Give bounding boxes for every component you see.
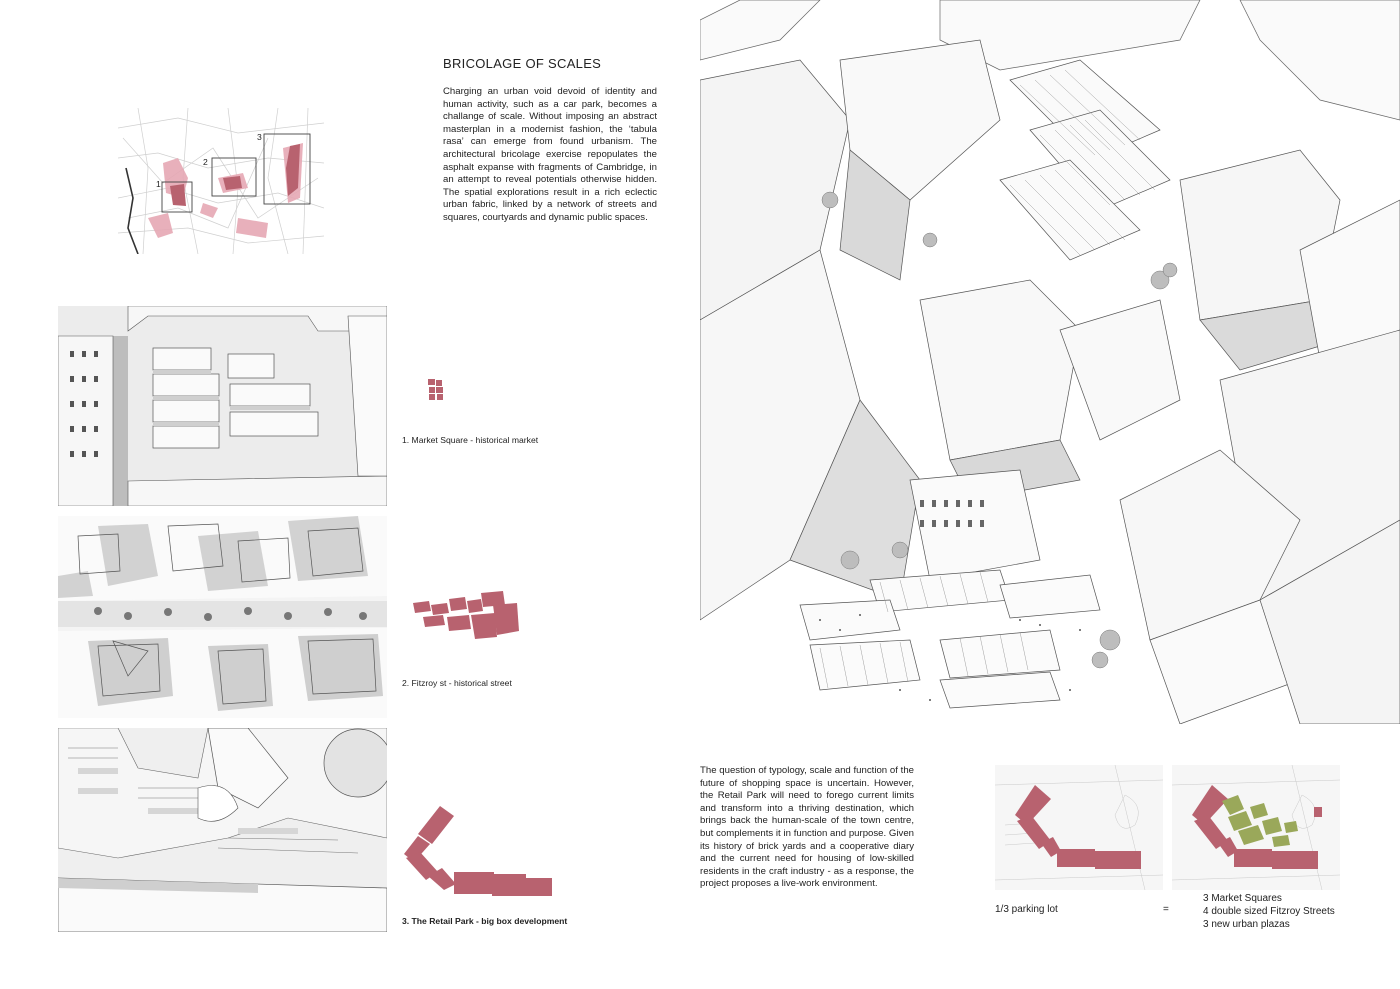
map-marker-3: 3 [257,132,262,142]
result-fitzroy-streets: 4 double sized Fitzroy Streets [1203,906,1335,917]
market-square-plan [58,306,387,506]
parking-lot-label: 1/3 parking lot [995,904,1058,915]
fitzroy-street-footprint [413,591,521,639]
equals-sign: = [1163,904,1169,915]
intro-paragraph: Charging an urban void devoid of identit… [443,86,657,223]
caption-fitzroy-street: 2. Fitzroy st - historical street [402,678,512,688]
retail-park-footprint [404,806,554,898]
proposal-paragraph: The question of typology, scale and func… [700,765,914,890]
axonometric-drawing [700,0,1400,724]
caption-retail-park: 3. The Retail Park - big box development [402,916,568,926]
result-market-squares: 3 Market Squares [1203,893,1282,904]
result-urban-plazas: 3 new urban plazas [1203,919,1290,930]
page-title: BRICOLAGE OF SCALES [443,56,602,71]
location-map: 1 2 3 [118,108,324,254]
fitzroy-street-plan [58,516,387,718]
map-marker-1: 1 [156,179,161,189]
market-square-footprint [428,379,444,401]
results-list: 3 Market Squares 4 double sized Fitzroy … [1203,892,1335,931]
retail-park-plan [58,728,387,932]
parking-lot-diagram [995,765,1163,890]
proposal-diagram [1172,765,1340,890]
map-marker-2: 2 [203,157,208,167]
caption-market-square: 1. Market Square - historical market [402,435,539,445]
